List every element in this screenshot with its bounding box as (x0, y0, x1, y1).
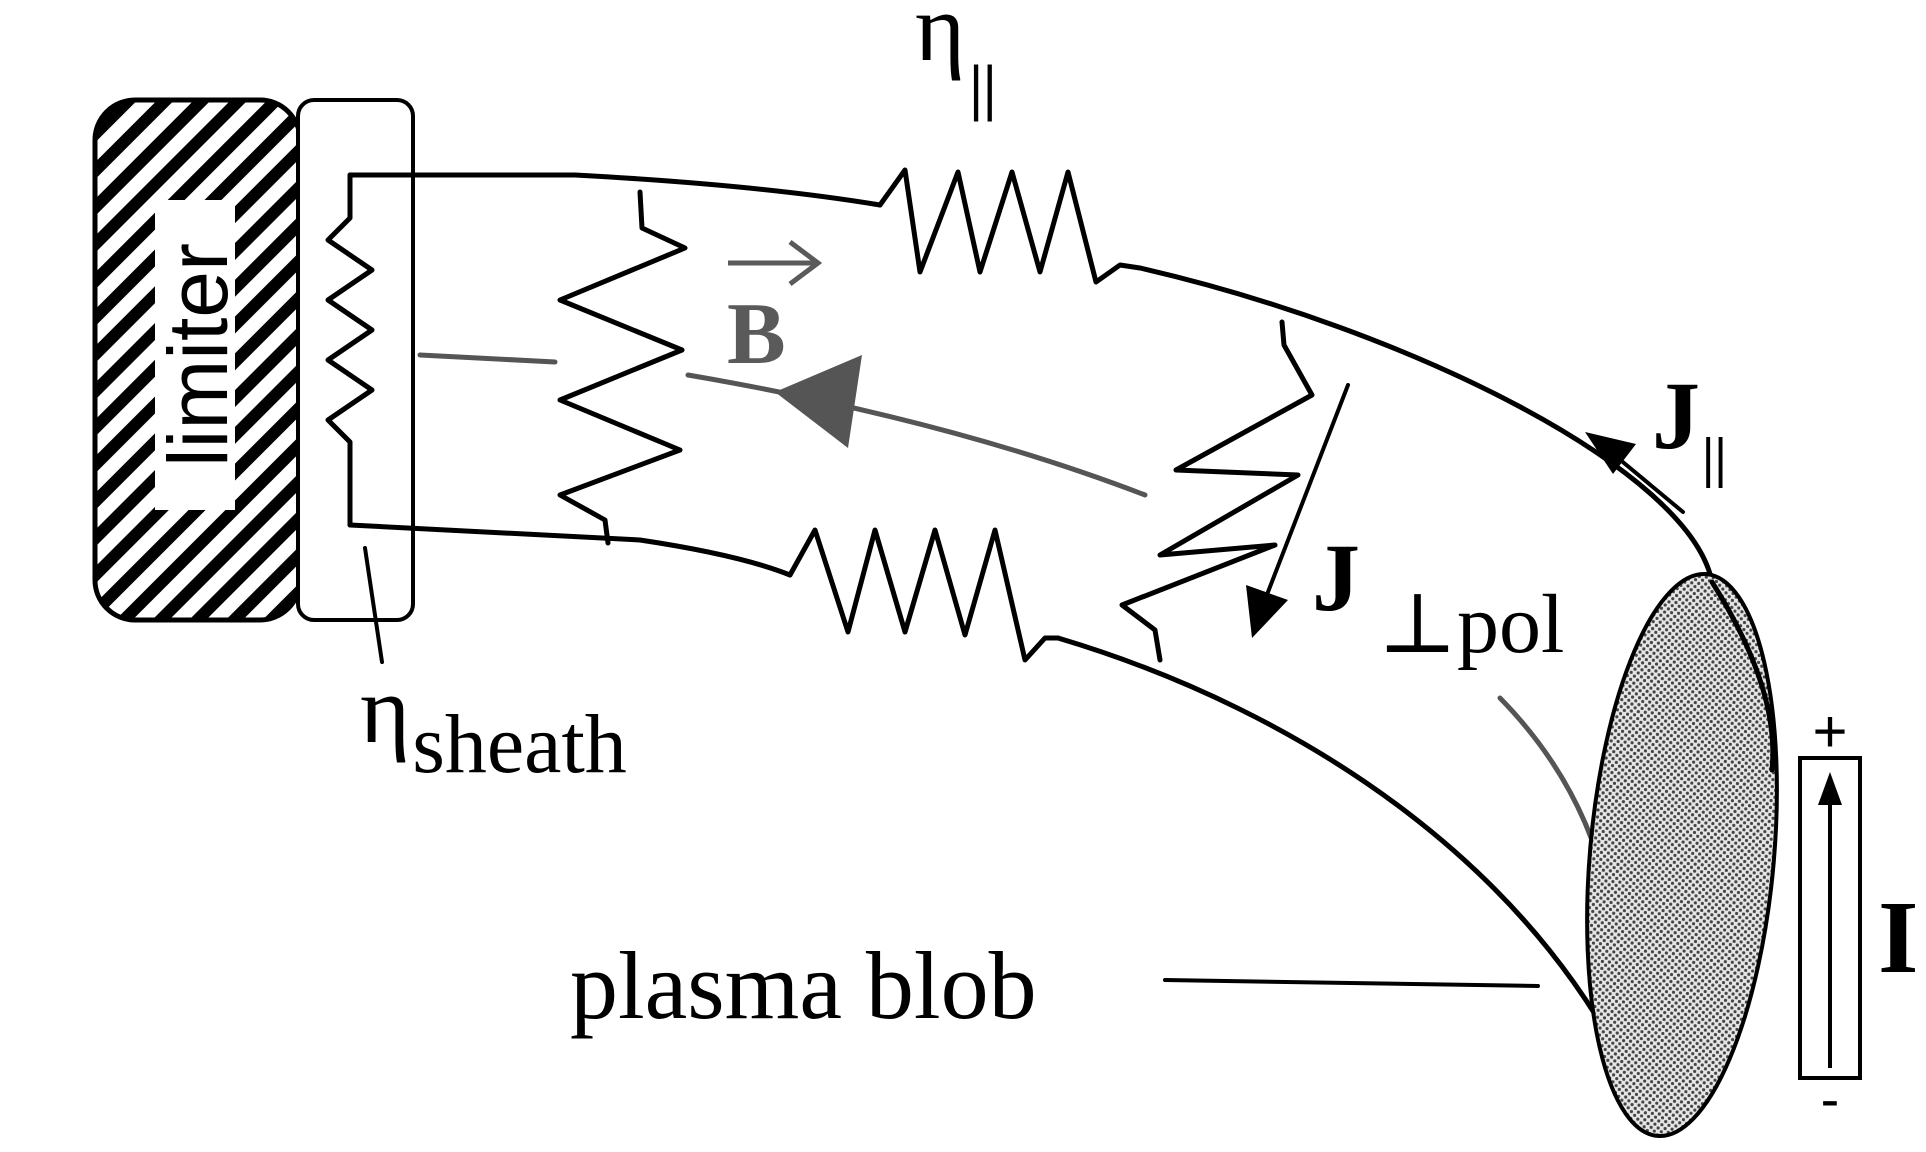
parallel-resistor-lower (787, 527, 1061, 663)
current-plus-sign: + (1812, 698, 1847, 765)
perpendicular-resistor-right (1119, 319, 1315, 663)
inner-flux-boundary (1055, 635, 1653, 1125)
b-field-symbol: B (727, 286, 786, 383)
eta-parallel-label: η|| (915, 0, 997, 122)
j-perp-label: J⊥pol (1312, 524, 1564, 671)
current-source: + - (1798, 698, 1862, 1130)
field-line-left (417, 352, 558, 365)
eta-sheath-label: ηsheath (360, 656, 627, 791)
b-vector-arrow-head (788, 240, 823, 286)
sheath-resistor (325, 172, 375, 528)
j-parallel-label: J|| (1652, 362, 1727, 489)
current-minus-sign: - (1821, 1067, 1840, 1130)
limiter-label: limiter (151, 243, 245, 467)
blob-edge-arc (1709, 579, 1776, 773)
limiter-label-backdrop (155, 200, 235, 510)
limiter: limiter (92, 97, 303, 623)
current-label: I (1878, 880, 1918, 995)
parallel-resistor-upper (877, 167, 1143, 285)
perpendicular-resistor-left (557, 189, 688, 546)
sheath-box (296, 98, 415, 622)
j-parallel-arrowhead (1585, 432, 1636, 474)
plasma-blob-label: plasma blob (570, 932, 1037, 1039)
field-line-right (685, 372, 1148, 498)
upper-flux-boundary (347, 172, 883, 208)
b-field-arrowhead (775, 355, 862, 448)
b-field-label: B (727, 240, 823, 383)
lower-flux-boundary (347, 522, 793, 578)
plasma-blob (1585, 571, 1779, 1139)
j-perp-arrow-shaft (1266, 383, 1350, 594)
eta-sheath-leader (363, 546, 384, 664)
j-perp-arrowhead (1246, 585, 1288, 638)
plasma-blob-leader (1163, 978, 1540, 988)
outer-flux-boundary (1137, 265, 1715, 585)
current-source-arrowhead (1818, 772, 1842, 805)
j-parallel-arrow-shaft (1616, 456, 1685, 514)
